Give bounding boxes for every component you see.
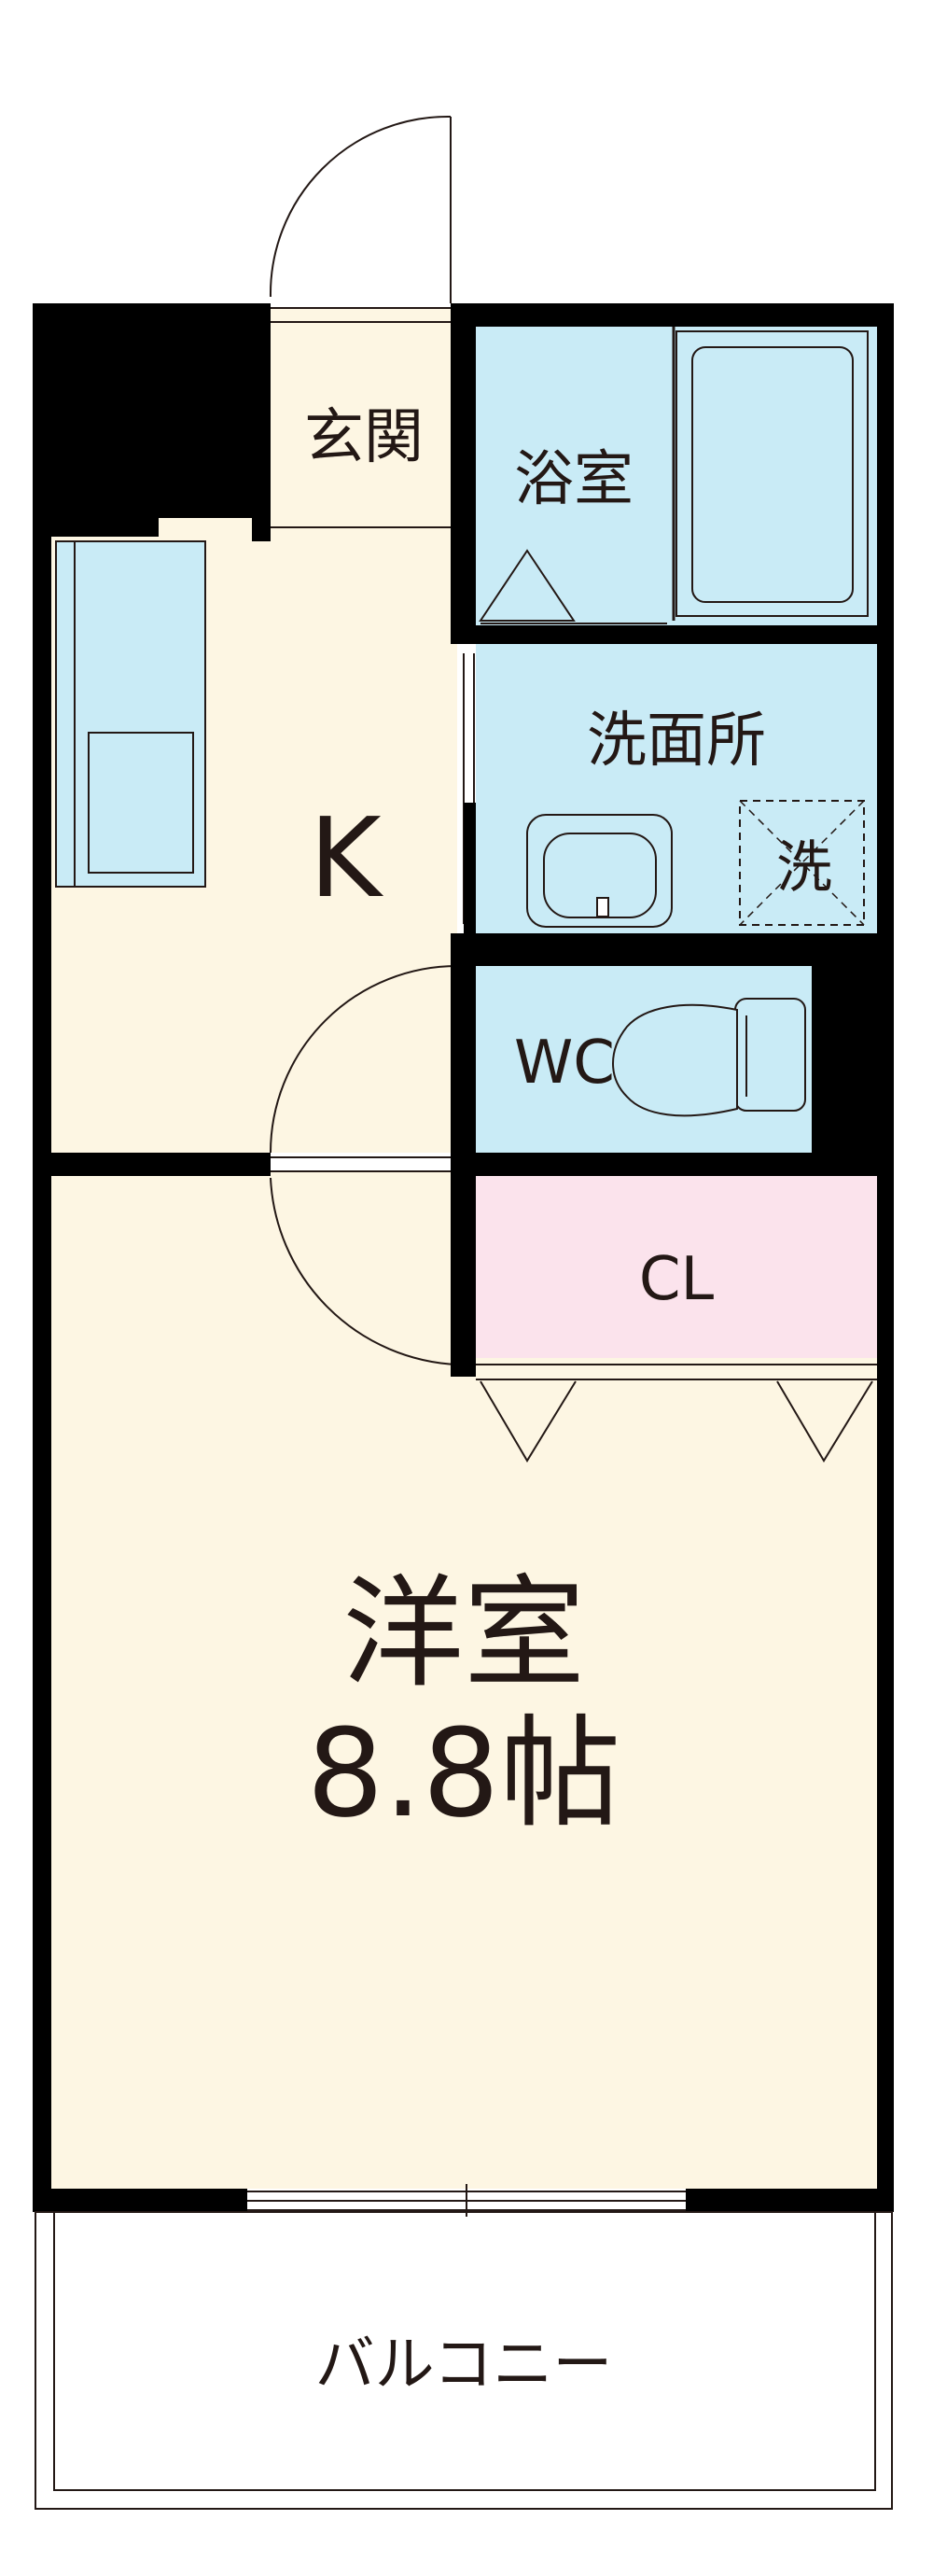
label-washroom: 洗面所 — [587, 707, 766, 776]
label-entrance: 玄関 — [304, 403, 424, 472]
bath-drain-triangle — [479, 549, 576, 622]
label-toilet: WC — [514, 1029, 615, 1098]
label-western-room: 洋室 — [342, 1562, 585, 1704]
toilet-bowl — [612, 1003, 738, 1117]
faucet-icon — [596, 897, 609, 917]
washer-diagonal-1 — [739, 800, 865, 926]
label-washer: 洗 — [776, 835, 832, 901]
kitchen-sink — [88, 732, 194, 874]
room-door-swing-lower — [270, 1177, 458, 1365]
closet-door-left — [480, 1380, 577, 1463]
room-door-swing — [270, 965, 458, 1154]
closet-door-right — [776, 1380, 873, 1463]
label-bath: 浴室 — [514, 445, 634, 514]
washer-diagonal-2 — [739, 800, 865, 926]
closet-floor — [476, 1176, 877, 1358]
entrance-door-swing — [269, 115, 452, 298]
balcony-inner — [53, 2211, 876, 2491]
label-closet: CL — [639, 1245, 715, 1314]
label-balcony: バルコニー — [315, 2331, 613, 2400]
label-kitchen: K — [309, 793, 383, 922]
bathtub-inner — [691, 346, 854, 603]
label-western-room-size: 8.8帖 — [307, 1702, 621, 1844]
walls — [33, 303, 894, 2212]
entrance-floor — [261, 327, 457, 527]
